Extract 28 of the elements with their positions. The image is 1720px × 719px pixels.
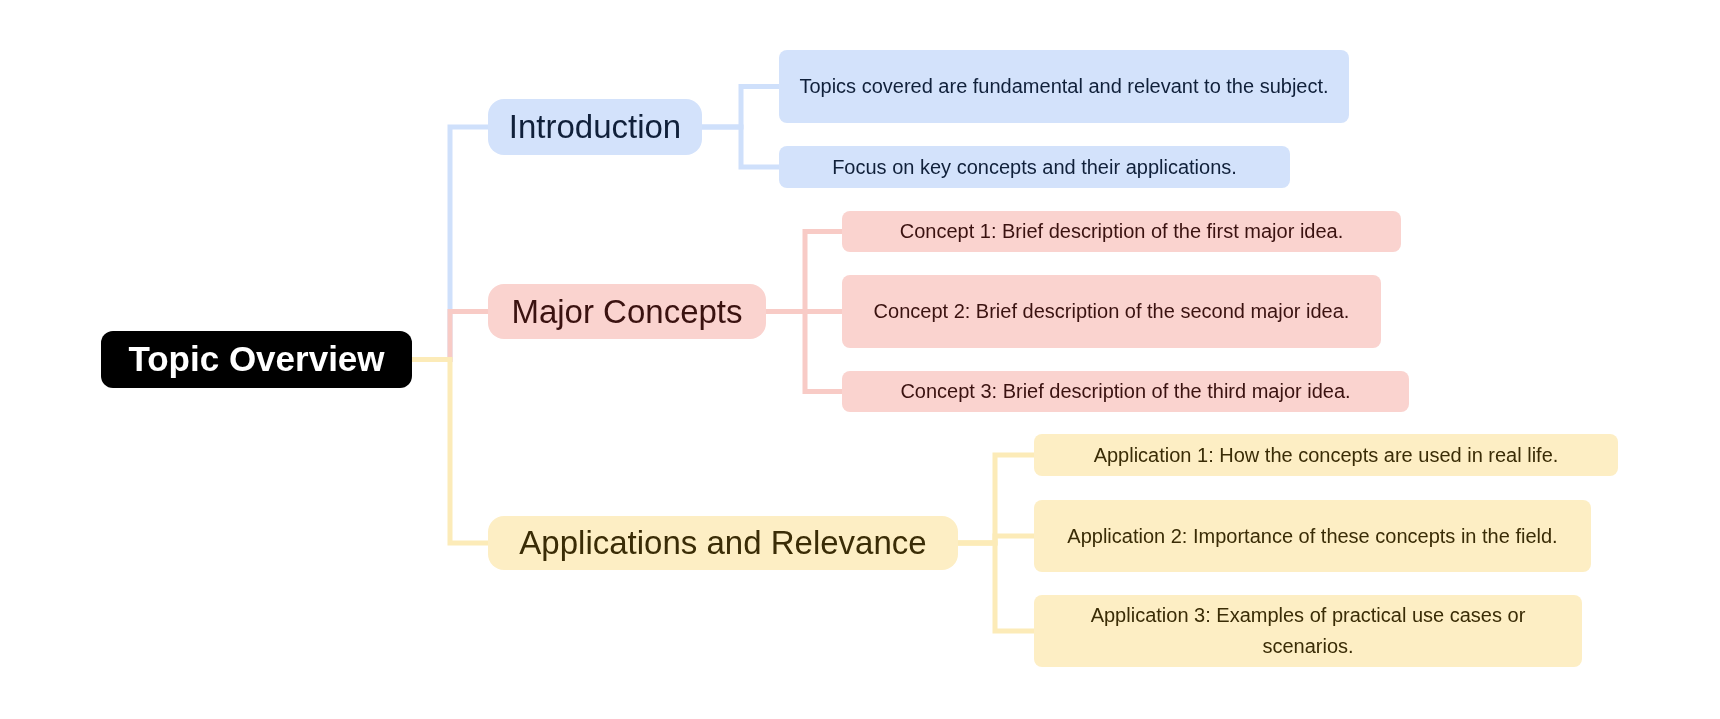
connector-line	[958, 540, 1034, 634]
subtopic-box	[842, 275, 1381, 348]
branch-topic-box	[488, 284, 766, 339]
connector-line	[766, 309, 842, 394]
topic-text: Topics covered are fundamental and relevant to the subject.	[799, 74, 1329, 99]
subtopic-box	[779, 50, 1349, 123]
topic-text: Topic Overview	[128, 338, 385, 381]
branch-topic-box	[488, 99, 702, 155]
topic-text: Introduction	[508, 107, 682, 148]
subtopic-box	[842, 211, 1401, 252]
root-topic-box	[101, 331, 412, 388]
subtopic-box	[1034, 500, 1591, 572]
topic-text: Concept 3: Brief description of the third major idea.	[900, 379, 1351, 404]
connector-line	[412, 357, 488, 546]
topic-text: Application 1: How the concepts are used in real life.	[1093, 442, 1559, 468]
subtopic-box	[1034, 434, 1618, 476]
topic-text: Applications and Relevance	[519, 523, 927, 564]
subtopic-box	[1034, 595, 1582, 667]
connector-line	[702, 124, 779, 170]
topic-text: Concept 1: Brief description of the first major idea.	[899, 219, 1344, 244]
topic-text: Application 3: Examples of practical use cases or scenarios.	[1089, 603, 1527, 659]
topic-text: Major Concepts	[511, 291, 743, 332]
subtopic-box	[779, 146, 1290, 188]
topic-text: Concept 2: Brief description of the second major idea.	[873, 299, 1350, 324]
branch-topic-box	[488, 516, 958, 570]
subtopic-box	[842, 371, 1409, 412]
topic-text: Application 2: Importance of these concepts in the field.	[1067, 523, 1558, 549]
topic-text: Focus on key concepts and their applications.	[832, 154, 1237, 180]
